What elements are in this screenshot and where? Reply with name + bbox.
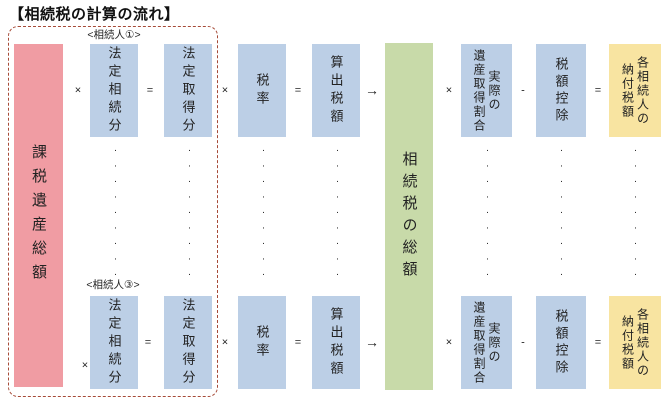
heir1-label: <相続人①> bbox=[87, 29, 141, 41]
equals-operator: = bbox=[144, 336, 152, 349]
multiply-operator: × bbox=[81, 359, 89, 372]
heirs-group-dashed-border bbox=[8, 26, 218, 397]
tax-rate-text-row2: 税率 bbox=[254, 324, 270, 361]
multiply-operator: × bbox=[221, 336, 229, 349]
heir3-label: <相続人③> bbox=[86, 279, 140, 291]
ellipsis-column: ········· bbox=[110, 145, 121, 285]
tax-payable-line2-row2: 納付税額 bbox=[620, 314, 635, 371]
tax-payable-box-row1: 各相続人の 納付税額 bbox=[609, 44, 661, 137]
tax-credit-box-row1: 税額控除 bbox=[536, 44, 586, 137]
actual-ratio-box-row1: 実際の 遺産取得割合 bbox=[461, 44, 512, 137]
statutory-share-box-row2: 法定相続分 bbox=[90, 296, 138, 389]
actual-ratio-line1-row2: 実際の bbox=[487, 321, 501, 364]
taxable-estate-total-text: 課税遺産総額 bbox=[30, 143, 47, 288]
statutory-share-box-row1: 法定相続分 bbox=[90, 44, 138, 137]
multiply-operator: × bbox=[445, 336, 453, 349]
equals-operator: = bbox=[146, 84, 154, 97]
equals-operator: = bbox=[594, 84, 602, 97]
flow-arrow-icon: → bbox=[365, 334, 379, 350]
tax-credit-box-row2: 税額控除 bbox=[536, 296, 586, 389]
tax-credit-text-row2: 税額控除 bbox=[553, 308, 569, 377]
actual-ratio-line2-row2: 遺産取得割合 bbox=[472, 300, 486, 385]
minus-operator: - bbox=[521, 84, 525, 97]
equals-operator: = bbox=[294, 84, 302, 97]
actual-ratio-box-row2: 実際の 遺産取得割合 bbox=[461, 296, 512, 389]
statutory-acquired-text-row2: 法定取得分 bbox=[180, 297, 196, 388]
inheritance-tax-total-text: 相続税の総額 bbox=[400, 150, 418, 283]
statutory-acquired-box-row1: 法定取得分 bbox=[164, 44, 212, 137]
minus-operator: - bbox=[521, 336, 525, 349]
ellipsis-column: ········· bbox=[332, 145, 343, 285]
calculated-tax-text-row2: 算出税額 bbox=[328, 306, 344, 379]
tax-credit-text-row1: 税額控除 bbox=[553, 56, 569, 125]
ellipsis-column: ········· bbox=[184, 145, 195, 285]
statutory-acquired-text-row1: 法定取得分 bbox=[180, 45, 196, 136]
page-title: 【相続税の計算の流れ】 bbox=[9, 6, 180, 23]
statutory-share-text-row2: 法定相続分 bbox=[106, 297, 122, 388]
actual-ratio-line2-row1: 遺産取得割合 bbox=[472, 48, 486, 133]
statutory-acquired-box-row2: 法定取得分 bbox=[164, 296, 212, 389]
ellipsis-column: ········· bbox=[482, 145, 493, 285]
multiply-operator: × bbox=[221, 84, 229, 97]
multiply-operator: × bbox=[74, 84, 82, 97]
ellipsis-column: ········· bbox=[258, 145, 269, 285]
calculated-tax-box-row1: 算出税額 bbox=[312, 44, 360, 137]
calculated-tax-text-row1: 算出税額 bbox=[328, 54, 344, 127]
tax-rate-box-row2: 税率 bbox=[238, 296, 286, 389]
equals-operator: = bbox=[294, 336, 302, 349]
flow-arrow-icon: → bbox=[365, 82, 379, 98]
taxable-estate-total-box: 課税遺産総額 bbox=[14, 44, 63, 387]
ellipsis-column: ········· bbox=[556, 145, 567, 285]
tax-payable-line1-row2: 各相続人の bbox=[635, 307, 650, 378]
ellipsis-column: ········· bbox=[630, 145, 641, 285]
tax-payable-line1-row1: 各相続人の bbox=[635, 55, 650, 126]
tax-rate-text-row1: 税率 bbox=[254, 72, 270, 109]
calculated-tax-box-row2: 算出税額 bbox=[312, 296, 360, 389]
tax-rate-box-row1: 税率 bbox=[238, 44, 286, 137]
inheritance-tax-total-box: 相続税の総額 bbox=[385, 43, 433, 390]
actual-ratio-line1-row1: 実際の bbox=[487, 69, 501, 112]
tax-payable-line2-row1: 納付税額 bbox=[620, 62, 635, 119]
multiply-operator: × bbox=[445, 84, 453, 97]
equals-operator: = bbox=[594, 336, 602, 349]
statutory-share-text-row1: 法定相続分 bbox=[106, 45, 122, 136]
tax-payable-box-row2: 各相続人の 納付税額 bbox=[609, 296, 661, 389]
